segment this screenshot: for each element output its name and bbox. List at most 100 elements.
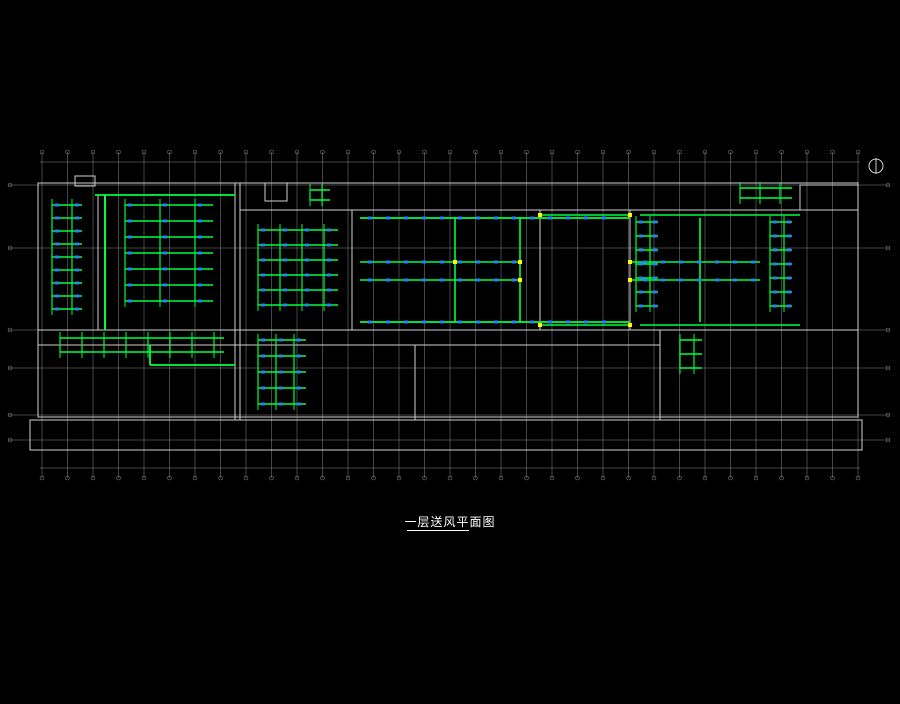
diffuser	[75, 307, 79, 311]
diffuser	[75, 242, 79, 246]
diffuser	[440, 260, 444, 264]
axis-bubble	[243, 149, 249, 155]
diffuser	[512, 278, 516, 282]
diffuser	[283, 258, 287, 262]
diffuser	[75, 229, 79, 233]
duct-fitting	[518, 260, 522, 264]
duct-fittings	[453, 213, 632, 327]
air-diffusers	[55, 203, 791, 406]
diffuser	[639, 276, 643, 280]
diffuser	[261, 288, 265, 292]
diffuser	[653, 262, 657, 266]
diffuser	[368, 216, 372, 220]
axis-bubble	[243, 475, 249, 481]
diffuser	[198, 235, 202, 239]
north-arrow-icon	[868, 158, 884, 174]
axis-bubble	[830, 149, 835, 155]
diffuser	[128, 235, 132, 239]
diffuser	[368, 278, 372, 282]
axis-bubble	[422, 475, 427, 481]
diffuser	[297, 338, 301, 342]
axis-bubble	[498, 149, 504, 155]
diffuser	[653, 276, 657, 280]
diffuser	[494, 260, 498, 264]
axis-bubble	[677, 475, 682, 481]
diffuser	[787, 276, 791, 280]
diffuser	[261, 228, 265, 232]
diffuser	[75, 294, 79, 298]
diffuser	[198, 251, 202, 255]
diffuser	[494, 278, 498, 282]
diffuser	[494, 320, 498, 324]
diffuser	[75, 268, 79, 272]
diffuser	[261, 273, 265, 277]
diffuser	[279, 402, 283, 406]
diffuser	[697, 260, 701, 264]
diffuser	[751, 278, 755, 282]
axis-bubble	[575, 475, 580, 481]
diffuser	[163, 299, 167, 303]
diffuser	[653, 290, 657, 294]
axis-bubble	[371, 475, 376, 481]
diffuser	[261, 338, 265, 342]
duct-fitting	[453, 260, 457, 264]
axis-bubble	[549, 475, 555, 481]
duct-fitting	[628, 323, 632, 327]
diffuser	[305, 228, 309, 232]
diffuser	[128, 267, 132, 271]
diffuser	[55, 216, 59, 220]
axis-bubble	[885, 327, 891, 333]
diffuser	[787, 248, 791, 252]
axis-bubble	[7, 412, 13, 418]
diffuser	[653, 234, 657, 238]
diffuser	[715, 278, 719, 282]
diffuser	[305, 273, 309, 277]
diffuser	[639, 290, 643, 294]
axis-bubble	[294, 475, 300, 481]
axis-bubble	[885, 412, 891, 418]
axis-bubble	[167, 149, 172, 155]
diffuser	[368, 260, 372, 264]
diffuser	[639, 220, 643, 224]
axis-bubble	[65, 149, 70, 155]
axis-bubble	[320, 149, 325, 155]
diffuser	[386, 320, 390, 324]
diffuser	[639, 234, 643, 238]
axis-bubble	[855, 475, 861, 481]
diffuser	[55, 268, 59, 272]
diffuser	[422, 260, 426, 264]
diffuser	[512, 216, 516, 220]
axis-bubble	[294, 149, 300, 155]
diffuser	[198, 267, 202, 271]
diffuser	[643, 278, 647, 282]
diffuser	[55, 255, 59, 259]
axis-bubble	[396, 475, 402, 481]
diffuser	[327, 273, 331, 277]
diffuser	[773, 220, 777, 224]
diffuser	[458, 216, 462, 220]
diffuser	[198, 299, 202, 303]
diffuser	[163, 203, 167, 207]
axis-bubble	[218, 149, 223, 155]
stair	[74, 175, 96, 187]
axis-bubble	[65, 475, 70, 481]
diffuser	[639, 248, 643, 252]
axis-bubble	[422, 149, 427, 155]
diffuser	[715, 260, 719, 264]
axis-bubble	[7, 245, 13, 251]
diffuser	[55, 242, 59, 246]
axis-bubble	[600, 149, 606, 155]
axis-bubble	[7, 182, 13, 188]
diffuser	[440, 216, 444, 220]
diffuser	[773, 262, 777, 266]
diffuser	[261, 243, 265, 247]
diffuser	[327, 288, 331, 292]
diffuser	[128, 283, 132, 287]
axis-bubble	[7, 327, 13, 333]
diffuser	[494, 216, 498, 220]
diffuser	[584, 216, 588, 220]
diffuser	[128, 251, 132, 255]
diffuser	[679, 260, 683, 264]
